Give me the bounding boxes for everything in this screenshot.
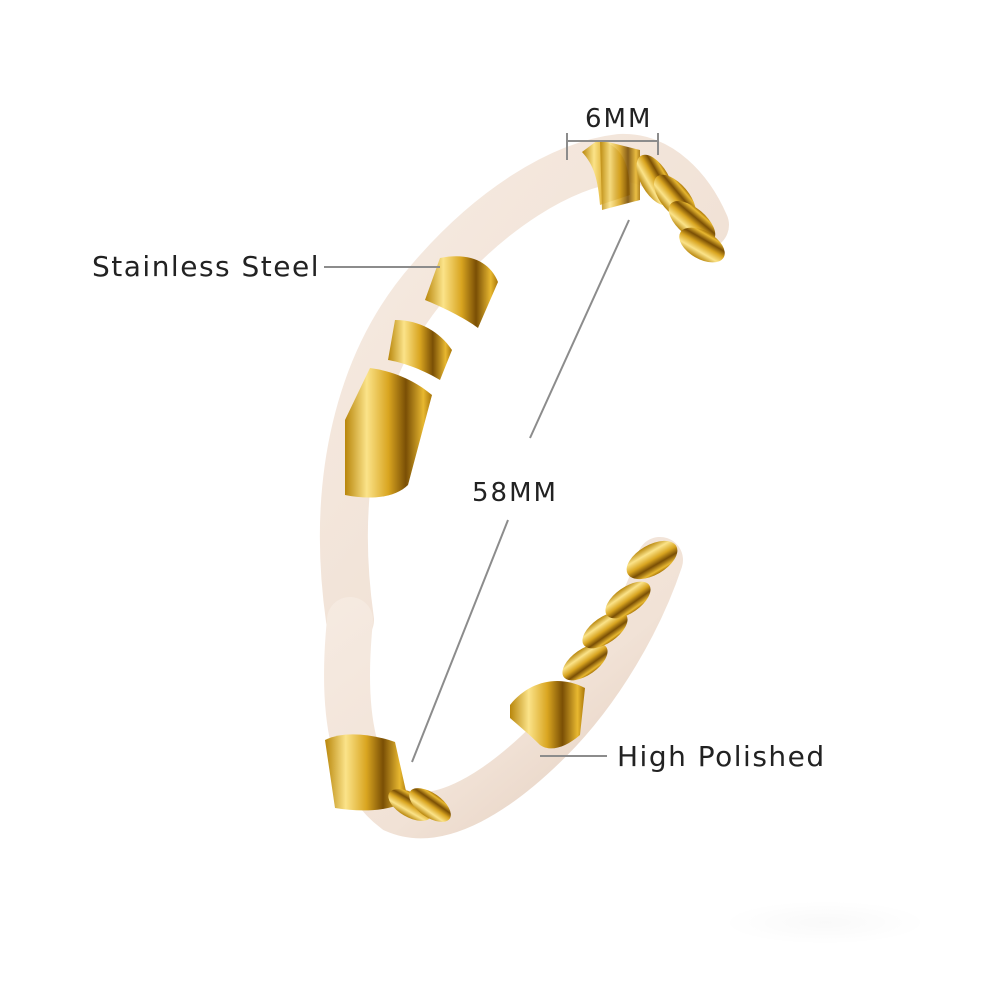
gold-bands-lower — [325, 540, 678, 822]
annotation-lines — [324, 133, 659, 763]
diameter-line-upper — [529, 219, 630, 439]
diameter-line-lower — [411, 519, 509, 763]
bracelet-shadow — [720, 900, 930, 945]
diameter-dimension-label: 58MM — [472, 478, 558, 508]
material-label: Stainless Steel — [92, 250, 321, 283]
finish-label: High Polished — [617, 740, 826, 773]
width-dimension-label: 6MM — [585, 104, 653, 134]
gold-bands-upper — [345, 140, 725, 498]
